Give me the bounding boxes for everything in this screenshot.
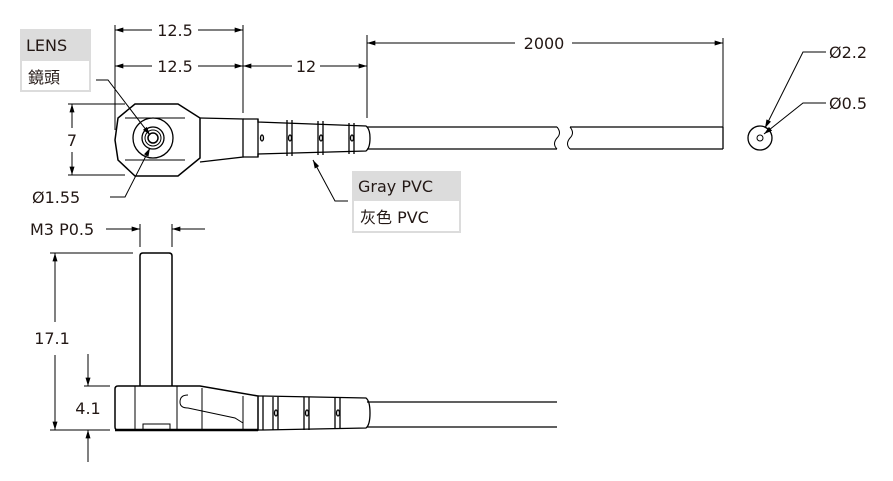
dim-relief-length: 12 — [296, 57, 316, 76]
dim-body-height: 4.1 — [75, 399, 100, 418]
dim-thread: M3 P0.5 — [30, 220, 94, 239]
lens-label-en: LENS — [20, 29, 91, 61]
dim-core-diameter: Ø0.5 — [829, 94, 867, 113]
dim-head-height: 7 — [67, 131, 77, 150]
dim-cable-length: 2000 — [524, 34, 565, 53]
dim-total-height: 17.1 — [34, 329, 70, 348]
dim-width-top: 12.5 — [157, 21, 193, 40]
pvc-label-zh: 灰色 PVC — [352, 201, 461, 233]
dim-lens-diameter: Ø1.55 — [32, 188, 80, 207]
lens-label-zh: 鏡頭 — [20, 61, 91, 92]
pvc-label-en: Gray PVC — [352, 171, 461, 201]
dim-cable-diameter: Ø2.2 — [829, 43, 867, 62]
dim-width-head: 12.5 — [157, 57, 193, 76]
